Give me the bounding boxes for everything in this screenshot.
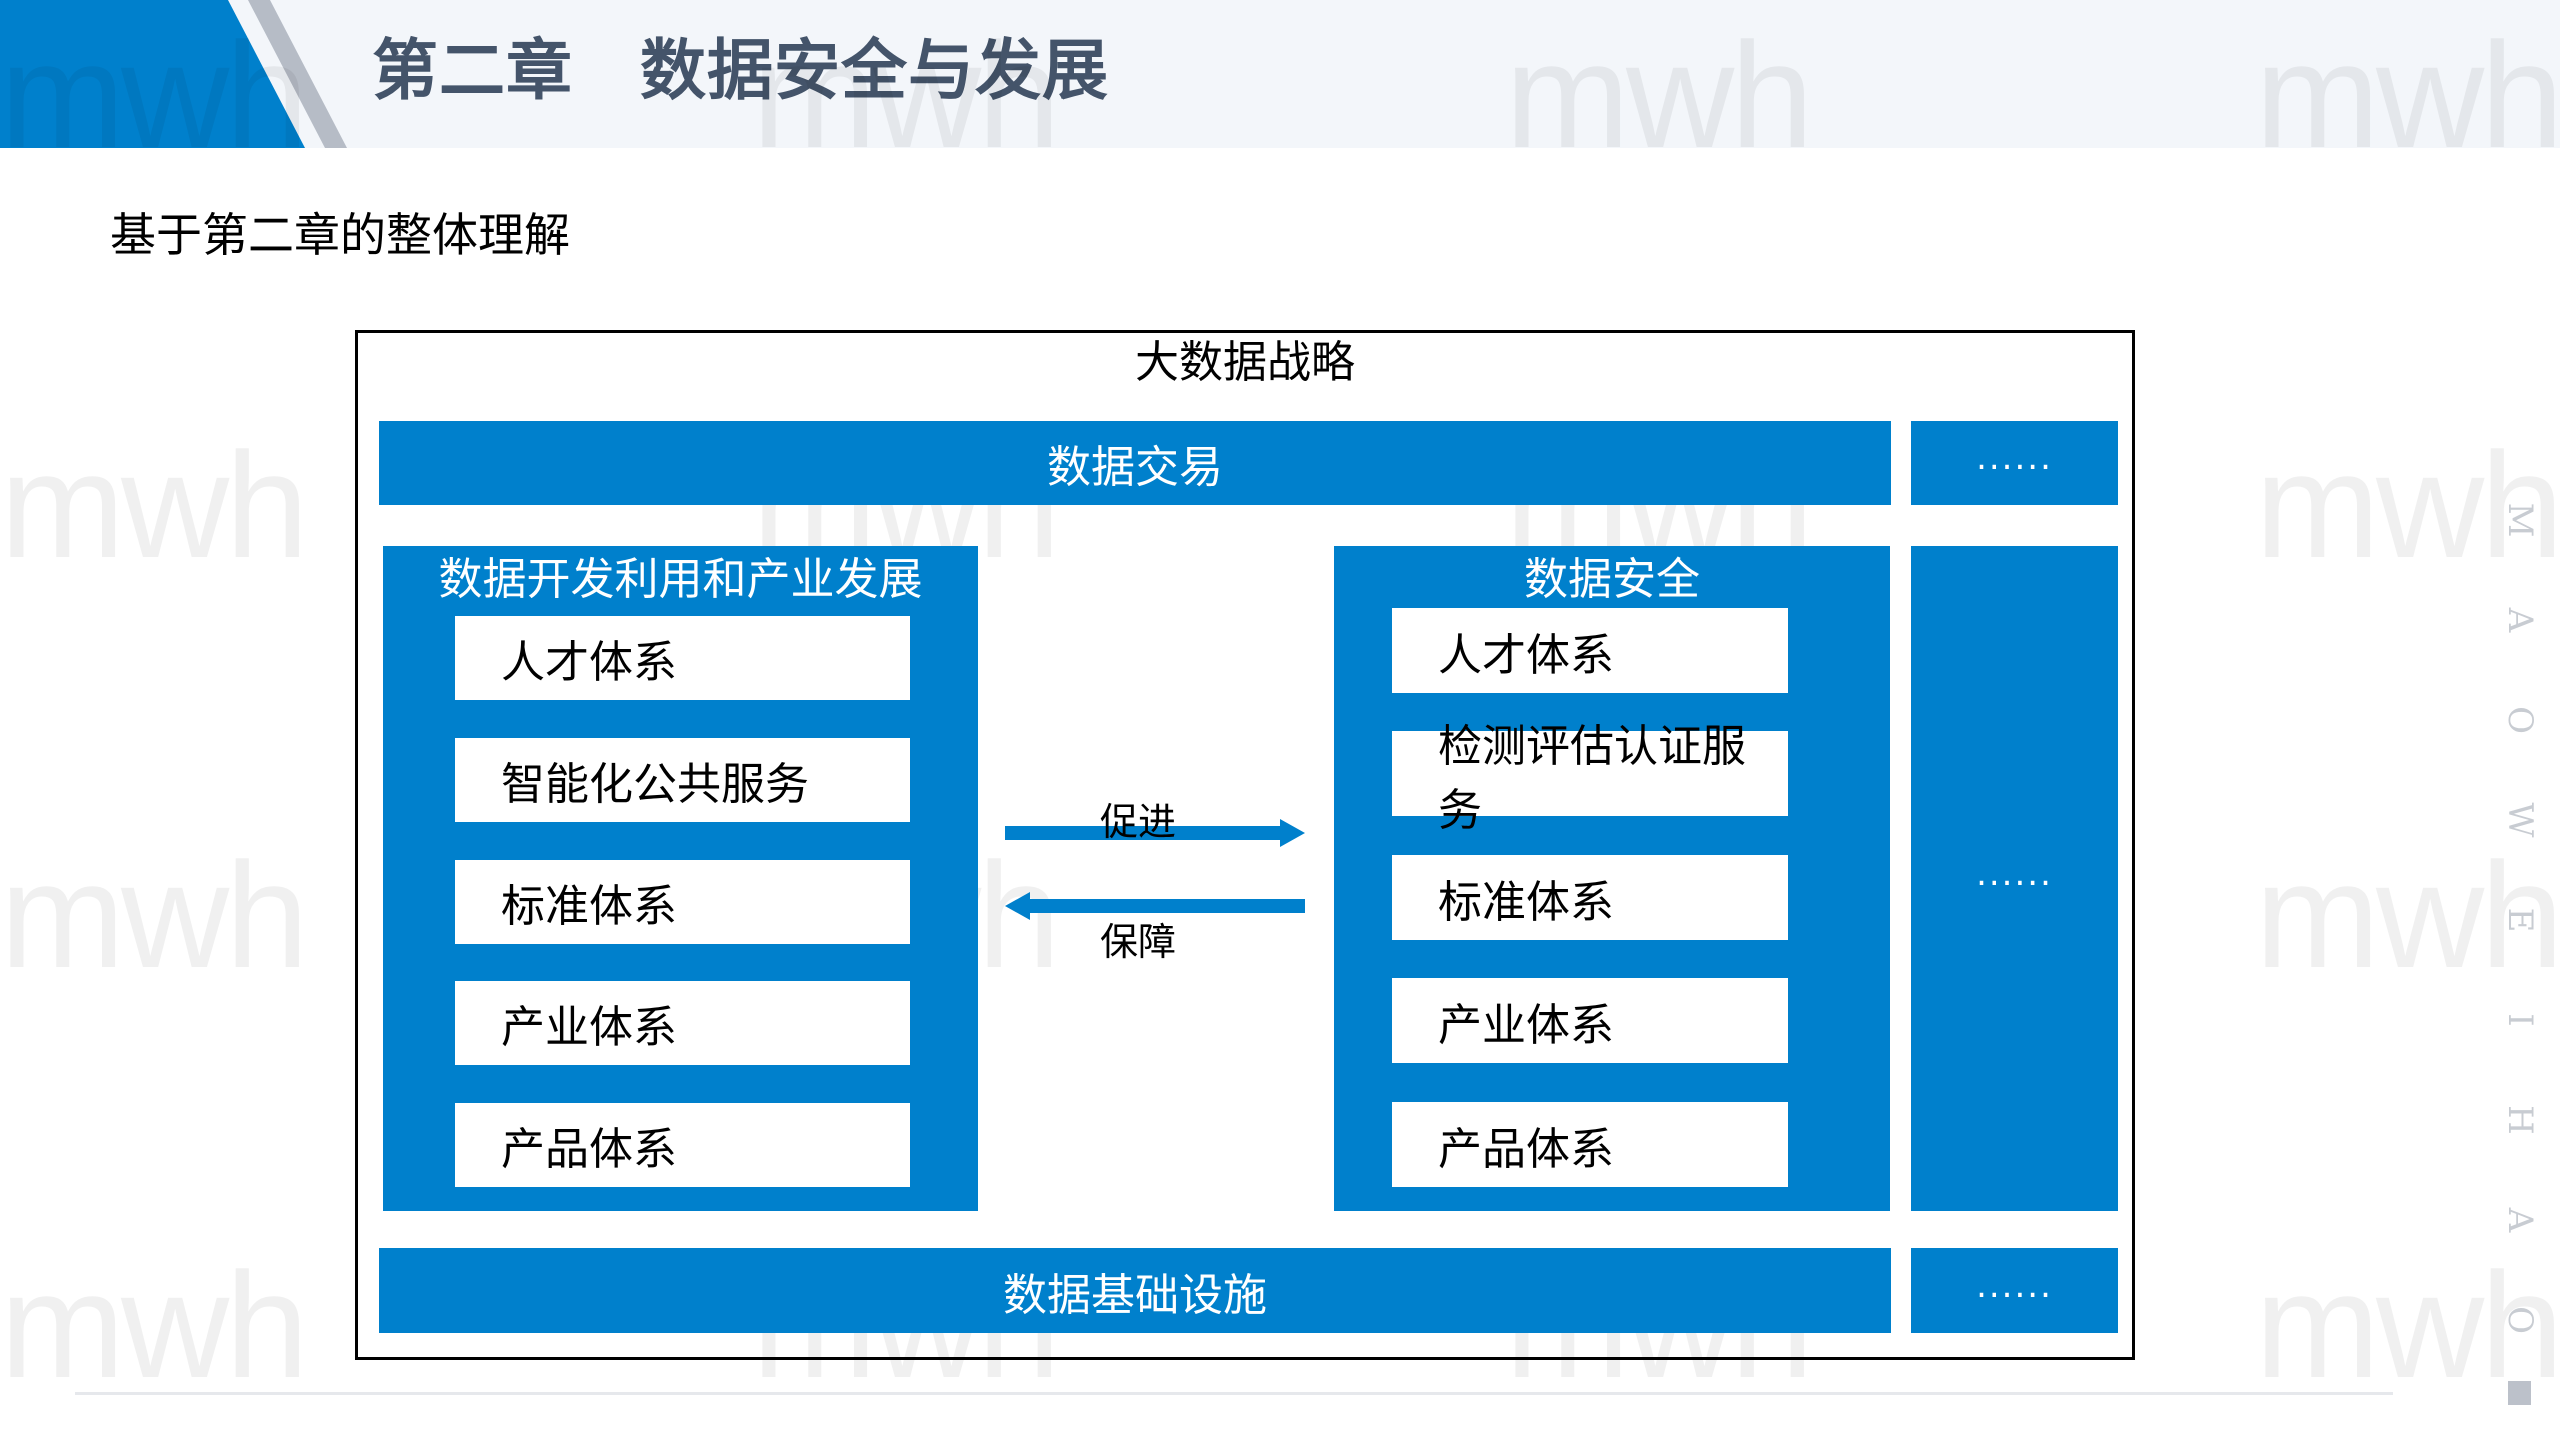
list-item-label: 检测评估认证服务 <box>1438 720 1746 836</box>
page-title: 第二章 数据安全与发展 <box>372 32 1109 109</box>
list-item-label: 产品体系 <box>501 1124 677 1175</box>
side-letter: O <box>2500 1306 2540 1334</box>
list-item-label: 产业体系 <box>501 1002 677 1053</box>
security-column: 数据安全 人才体系 检测评估认证服务 标准体系 产业体系 产品体系 <box>1334 546 1890 1211</box>
side-letter: A <box>2500 1207 2540 1233</box>
watermark: mwh <box>0 1241 309 1409</box>
section-subtitle: 基于第二章的整体理解 <box>110 208 570 262</box>
list-item: 产品体系 <box>455 1103 910 1187</box>
data-trading-bar: 数据交易 <box>379 421 1891 505</box>
side-letter: E <box>2500 907 2540 933</box>
arrow-left-icon <box>1005 892 1305 920</box>
infrastructure-bar: 数据基础设施 <box>379 1248 1891 1333</box>
security-column-title: 数据安全 <box>1524 554 1700 605</box>
list-item-label: 标准体系 <box>501 881 677 932</box>
header-band <box>0 0 2560 148</box>
list-item: 标准体系 <box>455 860 910 944</box>
list-item: 产业体系 <box>455 981 910 1065</box>
list-item-label: 智能化公共服务 <box>501 759 809 810</box>
ellipsis-label: ...... <box>1976 1265 2053 1306</box>
list-item-label: 产业体系 <box>1438 999 1614 1051</box>
list-item: 产业体系 <box>1392 978 1788 1063</box>
promote-label: 促进 <box>1100 800 1177 844</box>
list-item: 人才体系 <box>455 616 910 700</box>
watermark: mwh <box>0 421 309 589</box>
list-item: 标准体系 <box>1392 855 1788 940</box>
side-letter: M <box>2500 502 2540 538</box>
side-letter: W <box>2500 802 2540 838</box>
list-item-label: 人才体系 <box>1438 629 1614 681</box>
development-column-title: 数据开发利用和产业发展 <box>438 554 923 605</box>
list-item-label: 标准体系 <box>1438 876 1614 928</box>
ellipsis-label: ...... <box>1976 853 2053 894</box>
side-vertical-text: M A O W E I H A O <box>2500 470 2540 1370</box>
side-more-column: ...... <box>1911 546 2118 1211</box>
bottom-more-box: ...... <box>1911 1248 2118 1333</box>
data-trading-label: 数据交易 <box>1047 442 1223 493</box>
list-item: 产品体系 <box>1392 1102 1788 1187</box>
diagram-title: 大数据战略 <box>1135 337 1355 388</box>
list-item: 智能化公共服务 <box>455 738 910 822</box>
side-letter: O <box>2500 706 2540 734</box>
side-letter: A <box>2500 607 2540 633</box>
list-item: 人才体系 <box>1392 608 1788 693</box>
list-item-label: 人才体系 <box>501 637 677 688</box>
list-item-label: 产品体系 <box>1438 1123 1614 1175</box>
side-letter: H <box>2500 1105 2540 1135</box>
development-column: 数据开发利用和产业发展 人才体系 智能化公共服务 标准体系 产业体系 产品体系 <box>383 546 978 1211</box>
corner-block <box>2508 1381 2531 1405</box>
arrow-right-icon <box>1005 819 1305 847</box>
top-more-box: ...... <box>1911 421 2118 505</box>
infrastructure-label: 数据基础设施 <box>1003 1269 1267 1321</box>
diagram-frame <box>355 330 2135 1360</box>
arrows-graphic <box>1005 819 1305 920</box>
side-letter: I <box>2500 1013 2540 1027</box>
footer-divider <box>75 1392 2393 1395</box>
watermark: mwh <box>0 831 309 999</box>
list-item: 检测评估认证服务 <box>1392 721 1788 836</box>
guarantee-label: 保障 <box>1100 920 1177 964</box>
ellipsis-label: ...... <box>1976 438 2053 478</box>
